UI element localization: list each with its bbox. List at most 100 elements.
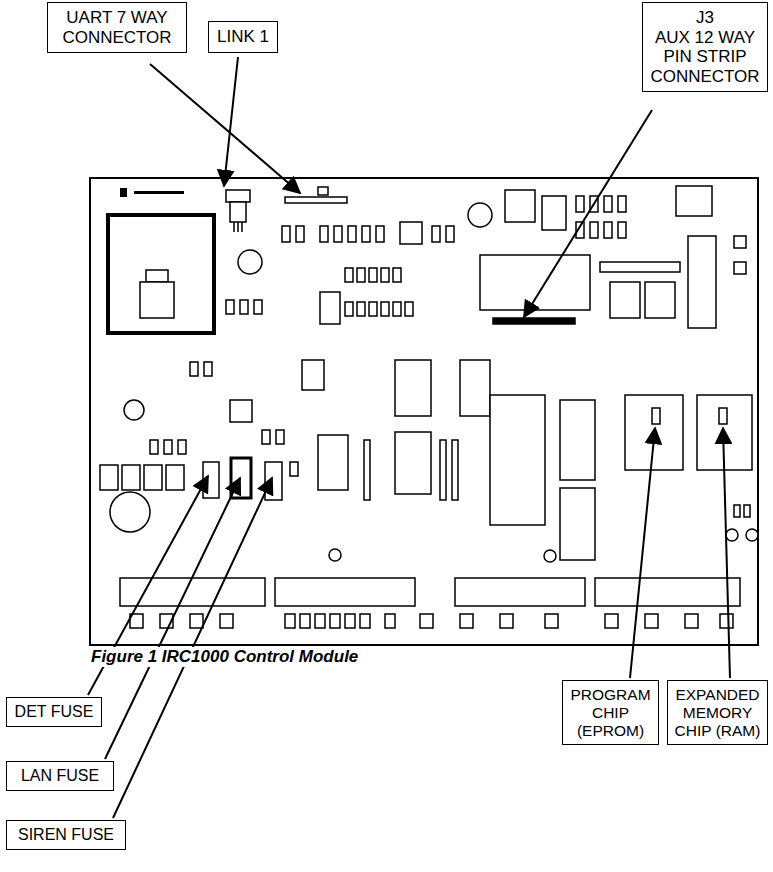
resistor	[576, 196, 584, 212]
terminal	[285, 614, 295, 628]
leader-line	[224, 57, 238, 186]
callout-box: LAN FUSE	[6, 761, 114, 791]
component	[542, 196, 566, 230]
ic	[318, 435, 348, 490]
terminal	[645, 614, 658, 628]
diode	[393, 302, 401, 316]
diode	[369, 268, 377, 282]
callout-box: PROGRAM CHIP (EPROM)	[562, 680, 659, 745]
callout-box: EXPANDED MEMORY CHIP (RAM)	[667, 680, 768, 745]
transistor	[746, 529, 758, 541]
switch	[100, 465, 118, 490]
logo-bar	[134, 191, 184, 194]
diode	[357, 268, 365, 282]
diode	[226, 300, 234, 314]
terminal	[734, 262, 746, 274]
callout-text: SIREN FUSE	[13, 826, 119, 844]
big-ic	[490, 395, 545, 525]
resistor	[734, 505, 740, 517]
capacitor	[544, 550, 556, 562]
callout-text: LAN FUSE	[13, 767, 107, 785]
diode	[240, 300, 248, 314]
eprom-chip	[652, 408, 660, 424]
callout-text: UART 7 WAY CONNECTOR	[54, 8, 180, 47]
resistor	[604, 222, 612, 238]
switch	[144, 465, 162, 490]
transistor-tab	[146, 270, 168, 282]
capacitor	[110, 492, 150, 532]
terminal	[360, 614, 370, 628]
transistor	[726, 529, 738, 541]
component	[645, 282, 675, 318]
figure-caption: Figure 1 IRC1000 Control Module	[88, 647, 361, 667]
switch	[166, 465, 184, 490]
dip-switch	[100, 465, 184, 490]
callout-text: AUX 12 WAY PIN STRIP CONNECTOR	[649, 28, 761, 87]
diode	[345, 268, 353, 282]
terminal-block	[120, 578, 265, 606]
callout-box: J3AUX 12 WAY PIN STRIP CONNECTOR	[642, 2, 768, 92]
resistor	[440, 440, 446, 500]
terminal-block	[455, 578, 585, 606]
terminal	[460, 614, 473, 628]
diode	[150, 440, 158, 454]
resistor-row	[282, 222, 454, 244]
diode	[262, 430, 270, 444]
resistor	[364, 440, 370, 500]
diode	[276, 430, 284, 444]
terminal	[315, 614, 325, 628]
callout-box: SIREN FUSE	[6, 820, 126, 850]
diode	[290, 462, 298, 476]
terminal	[220, 614, 233, 628]
resistor	[744, 505, 750, 517]
small-parts	[150, 362, 298, 476]
capacitor	[329, 549, 341, 561]
callout-text: PROGRAM CHIP (EPROM)	[569, 686, 652, 739]
uart-header	[285, 197, 347, 203]
diode	[381, 268, 389, 282]
leader-line	[723, 428, 730, 678]
diode	[204, 362, 212, 376]
terminal	[685, 614, 698, 628]
callout-text: LINK 1	[215, 27, 271, 47]
regulator-body	[230, 202, 246, 222]
callout-text: EXPANDED MEMORY CHIP (RAM)	[674, 686, 761, 739]
transformer	[108, 215, 214, 333]
resistor	[362, 226, 370, 242]
callout-box: LINK 1	[208, 21, 278, 53]
terminal	[385, 614, 395, 628]
component	[688, 236, 716, 328]
siren-fuse	[265, 462, 282, 500]
resistor	[618, 196, 626, 212]
ic	[560, 488, 595, 560]
switch	[122, 465, 140, 490]
capacitor	[238, 250, 262, 274]
relay	[400, 222, 422, 244]
ic	[395, 432, 431, 494]
resistor	[446, 226, 454, 242]
callout-box: DET FUSE	[6, 697, 102, 727]
diode	[190, 362, 198, 376]
terminal	[734, 236, 746, 248]
diode	[357, 302, 365, 316]
capacitor	[124, 400, 144, 420]
leader-line	[630, 428, 655, 678]
ic	[560, 400, 595, 480]
ic	[302, 360, 324, 390]
terminal	[545, 614, 558, 628]
resistor	[320, 226, 328, 242]
callout-text: DET FUSE	[13, 703, 95, 721]
leader-line	[105, 478, 240, 759]
terminal	[190, 614, 203, 628]
terminal	[605, 614, 618, 628]
diode	[405, 302, 413, 316]
callout-text: J3	[649, 8, 761, 28]
regulator-legs	[234, 222, 242, 232]
resistor	[376, 226, 384, 242]
terminal	[330, 614, 340, 628]
ram-chip	[719, 408, 727, 424]
capacitor	[468, 203, 492, 227]
component	[600, 262, 680, 272]
resistor	[452, 440, 458, 500]
resistor	[282, 226, 290, 242]
